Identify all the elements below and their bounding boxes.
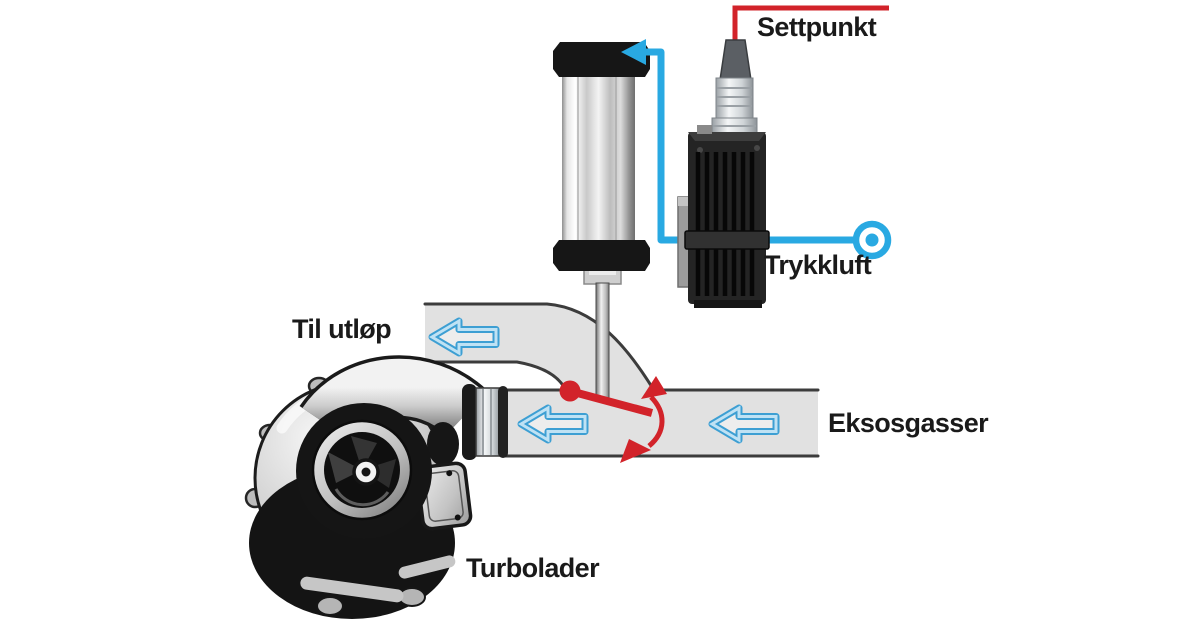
valve-swing-arrow-icon bbox=[620, 376, 667, 463]
setpoint-wire bbox=[732, 5, 889, 46]
label-trykkluft: Trykkluft bbox=[764, 250, 872, 280]
label-til-utlop: Til utløp bbox=[292, 314, 392, 344]
turbocharger-illustration bbox=[244, 355, 508, 619]
label-settpunkt: Settpunkt bbox=[757, 12, 877, 42]
positioner-controller bbox=[677, 39, 770, 308]
pneumatic-line-to-cylinder bbox=[645, 48, 688, 244]
label-eksosgasser: Eksosgasser bbox=[828, 408, 989, 438]
air-supply-port-icon bbox=[852, 220, 892, 260]
actuator-rod bbox=[583, 267, 622, 399]
pneumatic-arrowhead-icon bbox=[621, 39, 646, 65]
label-turbolader: Turbolader bbox=[466, 553, 600, 583]
wastegate-valve bbox=[559, 376, 667, 463]
pneumatic-cylinder bbox=[553, 42, 650, 271]
